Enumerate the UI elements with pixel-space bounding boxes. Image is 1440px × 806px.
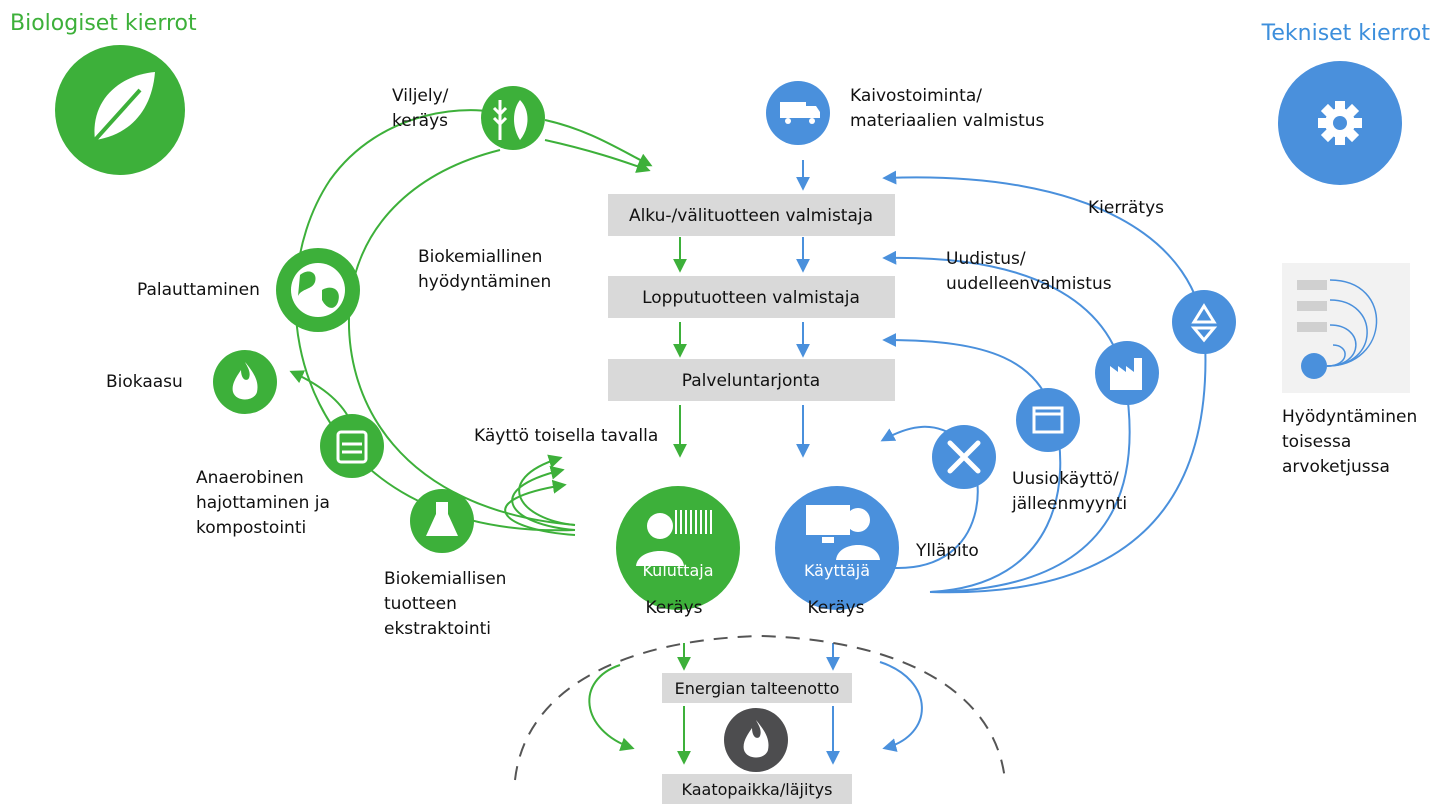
biogas-label: Biokaasu: [106, 372, 183, 392]
product-manufacturer-box: Lopputuotteen valmistaja: [608, 276, 895, 318]
biochemical-use-label-1: Biokemiallinen: [418, 247, 542, 267]
truck-icon: [766, 81, 830, 145]
globe-icon: [276, 248, 360, 332]
mining-label-2: materiaalien valmistus: [850, 111, 1045, 131]
manufacturer-box: Alku-/välituotteen valmistaja: [608, 194, 895, 236]
other-chain-label-1: Hyödyntäminen: [1282, 407, 1417, 427]
flask-icon: [410, 489, 474, 553]
farming-label-1: Viljely/: [392, 86, 449, 106]
reuse-label-1: Uusiokäyttö/: [1012, 469, 1119, 489]
product-manufacturer-label: Lopputuotteen valmistaja: [642, 288, 860, 308]
extraction-label-1: Biokemiallisen: [384, 569, 506, 589]
leaf-icon: [55, 45, 185, 175]
anaerobic-label-1: Anaerobinen: [196, 468, 304, 488]
extraction-label-3: ekstraktointi: [384, 619, 491, 639]
flame-icon: [213, 350, 277, 414]
factory-icon: [1095, 341, 1159, 405]
other-chain-label-3: arvoketjussa: [1282, 457, 1390, 477]
mining-label-1: Kaivostoiminta/: [850, 86, 982, 106]
flame-icon: [724, 708, 788, 772]
tools-icon: [932, 425, 996, 489]
recycling-label: Kierrätys: [1088, 198, 1164, 218]
gear-icon: [1278, 61, 1402, 185]
anaerobic-label-2: hajottaminen ja: [196, 493, 330, 513]
wheat-fish-icon: [481, 86, 545, 150]
tech-cycle-lines: [879, 170, 1207, 752]
bio-flow-arrows: [673, 237, 691, 765]
recycle-icon: [1172, 290, 1236, 354]
energy-recovery-box: Energian talteenotto: [662, 673, 852, 703]
landfill-label: Kaatopaikka/läjitys: [682, 780, 833, 799]
restoration-label: Palauttaminen: [137, 280, 260, 300]
consumer-barcode-icon: Kuluttaja: [616, 486, 740, 610]
maintenance-label: Ylläpito: [915, 541, 979, 561]
farming-label-2: keräys: [392, 111, 448, 131]
box-icon: [1016, 388, 1080, 452]
energy-recovery-label: Energian talteenotto: [675, 679, 840, 698]
remanufacture-label-2: uudelleenvalmistus: [946, 274, 1112, 294]
other-value-chain-graphic: [1282, 263, 1410, 393]
extraction-label-2: tuotteen: [384, 594, 457, 614]
service-box: Palveluntarjonta: [608, 359, 895, 401]
tech-cycles-header: Tekniset kierrot: [1261, 21, 1431, 46]
bio-cycles-header: Biologiset kierrot: [10, 11, 197, 36]
service-label: Palveluntarjonta: [682, 371, 820, 391]
tech-collection-label: Keräys: [807, 598, 864, 618]
manufacturer-label: Alku-/välituotteen valmistaja: [629, 206, 873, 226]
anaerobic-label-3: kompostointi: [196, 518, 306, 538]
user-computer-icon: Käyttäjä: [775, 486, 899, 610]
compost-bin-icon: [320, 414, 384, 478]
dashed-boundary: [514, 634, 1006, 781]
bio-collection-label: Keräys: [645, 598, 702, 618]
remanufacture-label-1: Uudistus/: [946, 249, 1026, 269]
landfill-box: Kaatopaikka/läjitys: [662, 774, 852, 804]
other-chain-label-2: toisessa: [1282, 432, 1351, 452]
reuse-label-2: jälleenmyynti: [1011, 494, 1127, 514]
cascade-label: Käyttö toisella tavalla: [474, 426, 658, 446]
biochemical-use-label-2: hyödyntäminen: [418, 272, 551, 292]
user-label: Käyttäjä: [804, 561, 870, 580]
tech-flow-arrows: [796, 160, 840, 765]
consumer-label: Kuluttaja: [642, 561, 713, 580]
